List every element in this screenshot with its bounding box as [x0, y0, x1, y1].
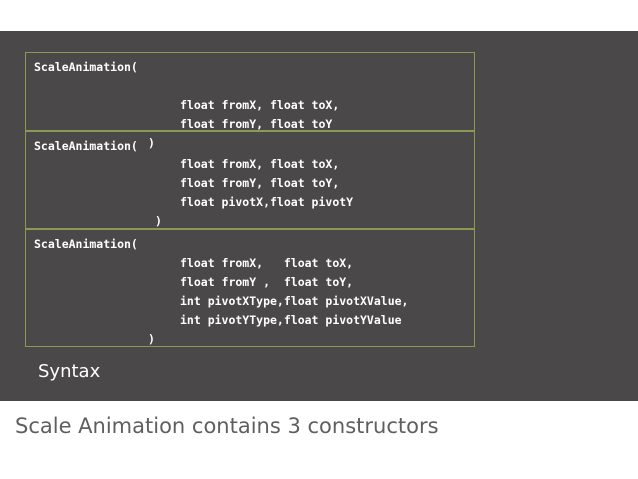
param-line: float fromX, float toX,: [180, 256, 354, 270]
constructor-box-1: ScaleAnimation( float fromX, float toX, …: [25, 52, 475, 150]
param-line: float pivotX,float pivotY: [180, 195, 354, 209]
closing-paren: ): [148, 136, 155, 150]
slide-caption: Scale Animation contains 3 constructors: [15, 414, 439, 438]
constructor-box-2: ScaleAnimation( float fromX, float toX, …: [25, 131, 475, 229]
param-line: int pivotXType,float pivotXValue,: [180, 294, 409, 308]
param-line: float fromX, float toX,: [180, 98, 340, 112]
constructor-name: ScaleAnimation(: [34, 237, 138, 251]
param-line: float fromY, float toY,: [180, 176, 340, 190]
param-line: float fromY, float toY: [180, 117, 333, 131]
constructor-name: ScaleAnimation(: [34, 60, 138, 74]
closing-paren: ): [155, 214, 162, 228]
param-line: float fromX, float toX,: [180, 157, 340, 171]
param-line: int pivotYType,float pivotYValue: [180, 313, 402, 327]
slide-panel: ScaleAnimation( float fromX, float toX, …: [0, 31, 638, 401]
syntax-label: Syntax: [38, 361, 101, 382]
constructor-name: ScaleAnimation(: [34, 139, 138, 153]
constructor-box-3: ScaleAnimation( float fromX, float toX, …: [25, 229, 475, 347]
closing-paren: ): [148, 332, 155, 346]
param-line: float fromY , float toY,: [180, 275, 354, 289]
